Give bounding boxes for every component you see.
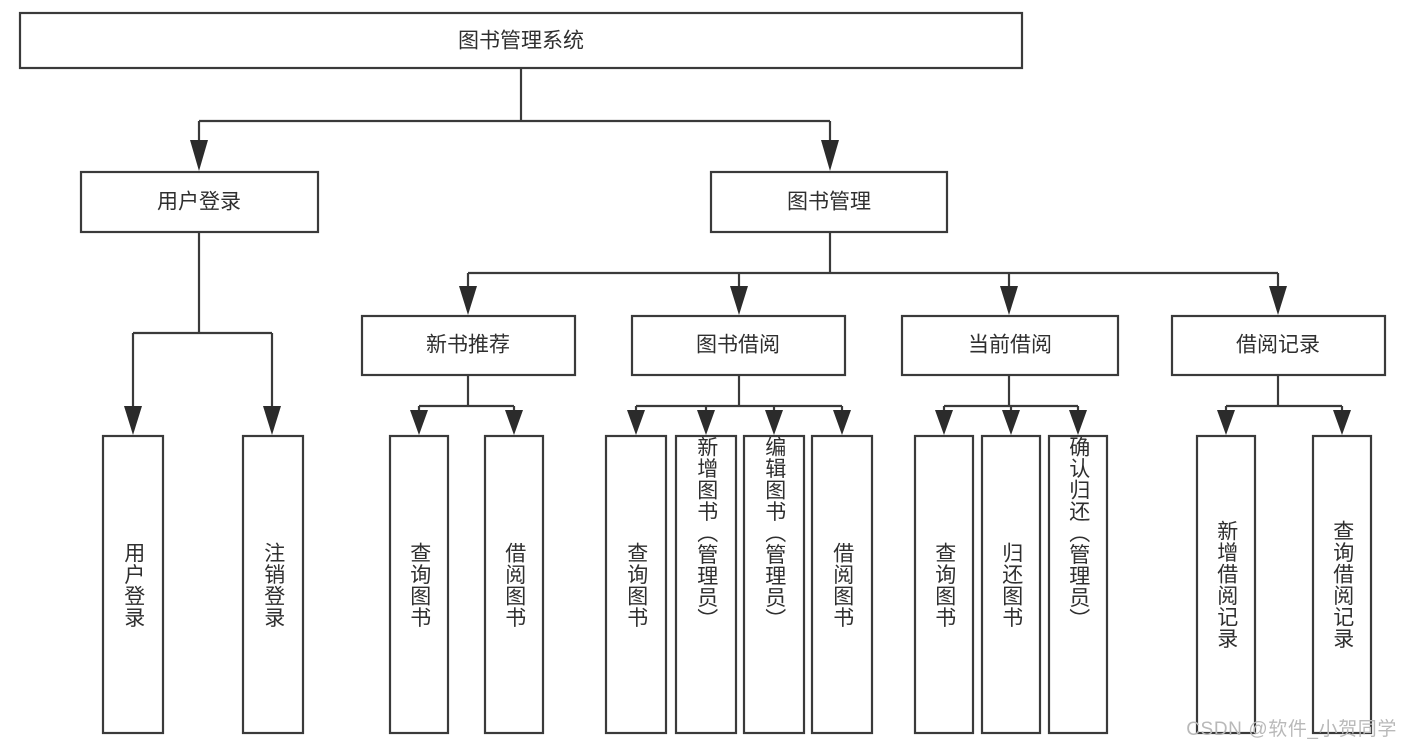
- node-root-box[interactable]: [18, 11, 1024, 70]
- connector-group-user-login: [124, 232, 281, 435]
- arrow-book-manage-to-new-book-rec: [459, 286, 477, 315]
- arrow-current-borrow-leaf-2: [1002, 410, 1020, 435]
- node-new-book-rec[interactable]: 新书推荐: [360, 314, 577, 377]
- leaf-box-borrow-book-rec[interactable]: [483, 434, 545, 735]
- leaf-box-query-book-rec[interactable]: [388, 434, 450, 735]
- node-current-borrow[interactable]: 当前借阅: [900, 314, 1120, 377]
- connector-group-root: [190, 68, 839, 171]
- arrow-root-to-user-login: [190, 140, 208, 171]
- leaf-box-query-book-cur[interactable]: [913, 434, 975, 735]
- leaf-box-query-book[interactable]: [604, 434, 668, 735]
- watermark-text: CSDN @软件_小贺同学: [1186, 719, 1397, 740]
- arrow-book-borrow-leaf-2: [697, 410, 715, 435]
- connector-group-book-borrow: [627, 375, 851, 435]
- node-borrow-record-label: 借阅记录: [1236, 334, 1320, 357]
- arrow-book-borrow-leaf-1: [627, 410, 645, 435]
- arrow-current-borrow-leaf-1: [935, 410, 953, 435]
- node-borrow-record[interactable]: 借阅记录: [1170, 314, 1387, 377]
- arrow-new-book-rec-leaf-2: [505, 410, 523, 435]
- leaf-box-add-record[interactable]: [1195, 434, 1257, 735]
- arrow-new-book-rec-leaf-1: [410, 410, 428, 435]
- arrow-borrow-record-leaf-2: [1333, 410, 1351, 435]
- node-root[interactable]: 图书管理系统: [18, 11, 1024, 70]
- node-current-borrow-box[interactable]: [900, 314, 1120, 377]
- node-book-borrow-box[interactable]: [630, 314, 847, 377]
- node-user-login-label: 用户登录: [157, 191, 241, 214]
- arrow-current-borrow-leaf-3: [1069, 410, 1087, 435]
- connector-group-borrow-record: [1217, 375, 1351, 435]
- arrow-book-manage-to-borrow-record: [1269, 286, 1287, 315]
- node-new-book-rec-label: 新书推荐: [426, 334, 510, 357]
- arrow-user-login-leaf-1: [124, 406, 142, 435]
- connector-group-new-book-rec: [410, 375, 523, 435]
- connector-group-current-borrow: [935, 375, 1087, 435]
- node-current-borrow-label: 当前借阅: [968, 334, 1052, 357]
- node-book-manage-label: 图书管理: [787, 191, 871, 214]
- leaf-box-confirm-return[interactable]: [1047, 434, 1109, 735]
- arrow-book-manage-to-current-borrow: [1000, 286, 1018, 315]
- node-book-manage[interactable]: 图书管理: [709, 170, 949, 234]
- arrow-book-manage-to-book-borrow: [730, 286, 748, 315]
- leaf-box-add-book[interactable]: [674, 434, 738, 735]
- node-root-label: 图书管理系统: [458, 30, 584, 53]
- arrow-book-borrow-leaf-3: [765, 410, 783, 435]
- node-book-borrow-label: 图书借阅: [696, 334, 780, 357]
- node-new-book-rec-box[interactable]: [360, 314, 577, 377]
- leaf-box-logout[interactable]: [241, 434, 305, 735]
- leaf-box-edit-book[interactable]: [742, 434, 806, 735]
- leaf-box-borrow-book[interactable]: [810, 434, 874, 735]
- leaf-box-user-login[interactable]: [101, 434, 165, 735]
- arrow-book-borrow-leaf-4: [833, 410, 851, 435]
- node-book-manage-box[interactable]: [709, 170, 949, 234]
- arrow-borrow-record-leaf-1: [1217, 410, 1235, 435]
- leaf-box-query-record[interactable]: [1311, 434, 1373, 735]
- node-book-borrow[interactable]: 图书借阅: [630, 314, 847, 377]
- node-user-login-box[interactable]: [79, 170, 320, 234]
- node-user-login[interactable]: 用户登录: [79, 170, 320, 234]
- arrow-user-login-leaf-2: [263, 406, 281, 435]
- arrow-root-to-book-manage: [821, 140, 839, 171]
- node-borrow-record-box[interactable]: [1170, 314, 1387, 377]
- connector-group-book-manage: [459, 232, 1287, 315]
- leaf-box-return-book[interactable]: [980, 434, 1042, 735]
